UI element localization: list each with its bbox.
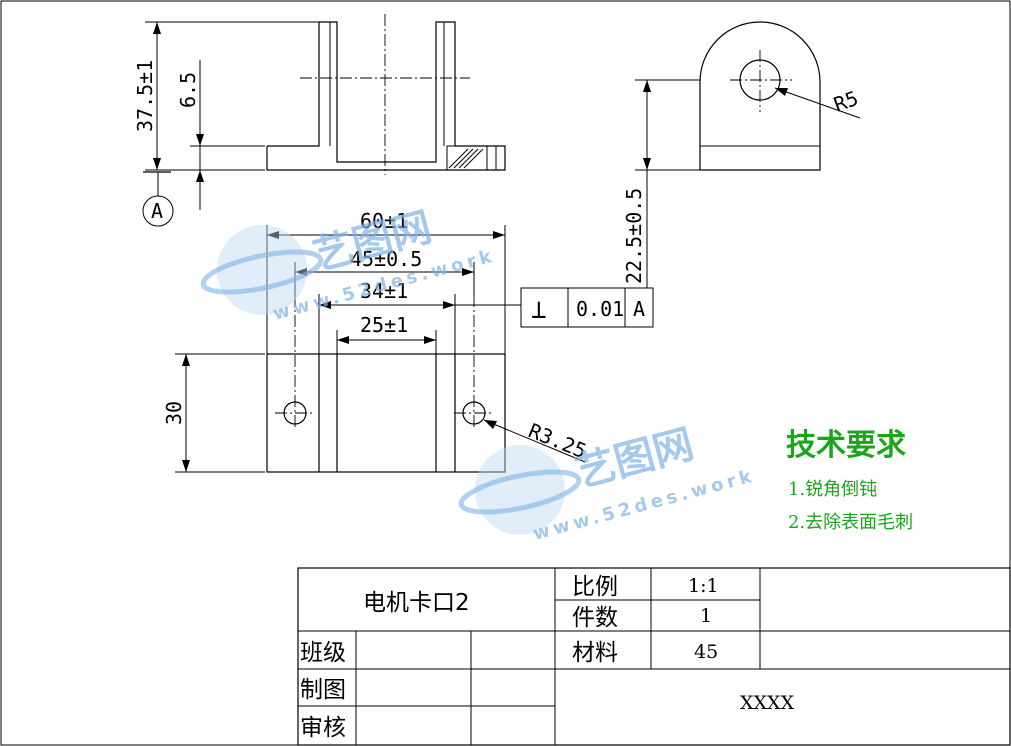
dimension-height-bottom: 30	[162, 353, 265, 473]
perpendicularity-symbol: ⊥	[531, 295, 547, 325]
width-inner-label: 45±0.5	[350, 247, 422, 271]
title-block: 电机卡口2 比例 1:1 件数 1 材料 45 班级 制图 审核 XXXX	[297, 567, 1011, 746]
slot-width-label: 25±1	[360, 313, 408, 337]
height-right-label: 22.5±0.5	[622, 188, 646, 284]
height-bottom-label: 30	[162, 401, 186, 425]
scale-label: 比例	[572, 574, 618, 600]
requirement-item: 2.去除表面毛刺	[788, 512, 913, 533]
front-view	[266, 14, 506, 175]
watermark-top: 艺图网 www.52des.work	[200, 204, 498, 325]
company-name: XXXX	[740, 692, 795, 714]
material-value: 45	[694, 641, 718, 663]
dimension-width-overall: 60±1	[266, 209, 506, 354]
qty-value: 1	[700, 605, 712, 627]
watermark-bottom: 艺图网 www.52des.work	[458, 421, 758, 545]
class-label: 班级	[300, 640, 346, 666]
side-view	[699, 21, 821, 171]
dimension-height-step: 6.5	[176, 60, 265, 210]
dimension-height-right: 22.5±0.5	[622, 79, 700, 288]
width-overall-label: 60±1	[360, 209, 408, 233]
technical-requirements: 技术要求 1.锐角倒钝 2.去除表面毛刺	[786, 428, 913, 533]
datum-marker: A	[142, 171, 174, 227]
requirement-item: 1.锐角倒钝	[788, 479, 877, 500]
check-label: 审核	[300, 715, 346, 741]
scale-value: 1:1	[688, 575, 719, 597]
dimension-radius-top: R5	[774, 86, 862, 119]
dimension-width-inner: 45±0.5	[294, 247, 475, 295]
requirements-title: 技术要求	[786, 428, 906, 463]
radius-top-label: R5	[831, 86, 862, 117]
tolerance-value: 0.01	[576, 297, 624, 321]
dimension-slot-width: 25±1	[336, 313, 437, 354]
drawn-label: 制图	[300, 677, 346, 703]
datum-label: A	[151, 199, 163, 223]
tolerance-frame: ⊥ 0.01 A	[505, 287, 654, 328]
part-name: 电机卡口2	[363, 590, 470, 616]
hole-spacing-label: 34±1	[360, 279, 408, 303]
dimension-hole-spacing: 34±1	[318, 279, 520, 354]
tolerance-datum: A	[633, 297, 645, 321]
height-step-label: 6.5	[176, 72, 200, 108]
material-label: 材料	[572, 640, 618, 666]
height-total-label: 37.5±1	[133, 60, 157, 132]
dimension-height-total: 37.5±1	[133, 21, 320, 171]
qty-label: 件数	[572, 605, 618, 631]
top-view	[266, 295, 506, 473]
